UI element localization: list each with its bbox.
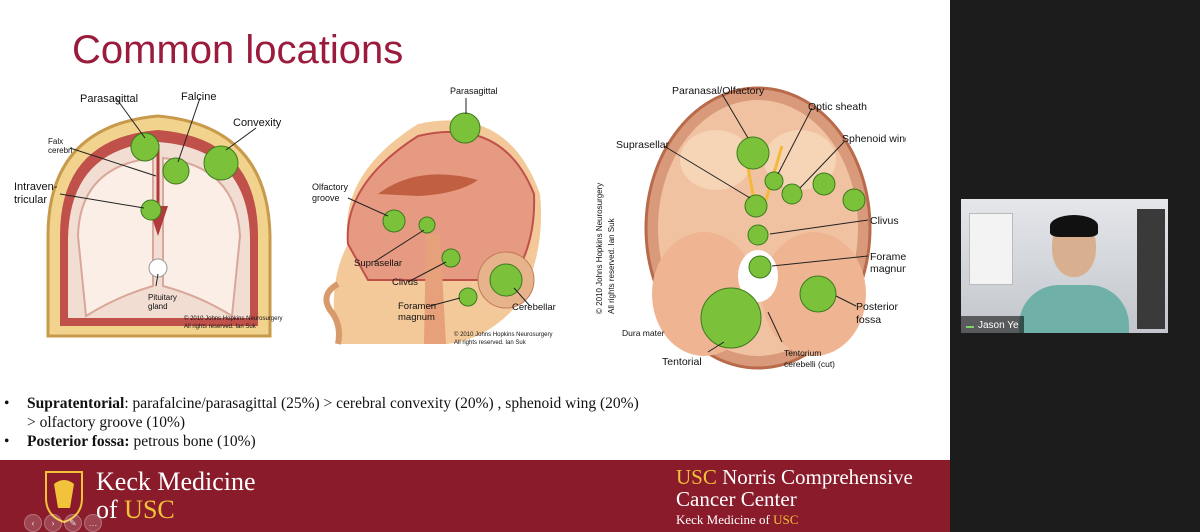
tumor-sphenoid-1 xyxy=(781,183,803,205)
bullet-2-bold: Posterior fossa: xyxy=(27,433,130,450)
slideshow-next-icon[interactable]: › xyxy=(44,514,62,532)
label-intraventricular-1: Intraven- xyxy=(14,181,58,193)
label-falcine: Falcine xyxy=(181,91,216,103)
bullet-posterior-fossa: •Posterior fossa: petrous bone (10%) xyxy=(4,433,256,450)
slideshow-pen-icon[interactable]: ✎ xyxy=(64,514,82,532)
credit-base-1: © 2010 Johns Hopkins Neurosurgery xyxy=(595,183,604,314)
tumor-tentorial xyxy=(700,287,762,349)
slide-footer: Keck Medicine of USC USC Norris Comprehe… xyxy=(0,460,950,532)
slideshow-menu-icon[interactable]: … xyxy=(84,514,102,532)
label-tentorium-1: Tentorium xyxy=(784,348,821,358)
credit-sag-2: All rights reserved. Ian Suk xyxy=(454,340,527,346)
label-tentorial: Tentorial xyxy=(662,356,702,368)
tumor-olfactory xyxy=(382,209,406,233)
tumor-intraventricular xyxy=(140,199,162,221)
slide-title: Common locations xyxy=(72,28,404,72)
tumor-clivus xyxy=(441,248,461,268)
label-suprasellar-base: Suprasellar xyxy=(616,139,670,151)
label-foramen-base-2: magnum xyxy=(870,263,906,275)
tumor-foramen-magnum xyxy=(458,287,478,307)
tumor-foramen-base xyxy=(748,255,772,279)
label-clivus: Clivus xyxy=(392,277,418,288)
label-olfactory-2: groove xyxy=(312,193,340,203)
bullet-1-bold: Supratentorial xyxy=(27,395,125,412)
tumor-optic-sheath xyxy=(764,171,784,191)
tumor-suprasellar-sag xyxy=(418,216,436,234)
bullet-supratentorial: •Supratentorial: parafalcine/parasagitta… xyxy=(4,395,639,412)
coronal-brain-figure: Parasagittal Falcine Convexity Falx cere… xyxy=(14,91,282,338)
credit-line-2: All rights reserved. Ian Suk xyxy=(184,324,257,330)
label-gland: gland xyxy=(148,302,168,311)
participant-video[interactable]: Jason Ye xyxy=(961,199,1168,333)
label-tentorium-2: cerebelli (cut) xyxy=(784,359,835,369)
tumor-sphenoid-2 xyxy=(812,172,836,196)
label-foramen-1: Foramen xyxy=(398,301,436,312)
label-posterior-1: Posterior xyxy=(856,301,899,313)
keck-medicine-text: Keck Medicine of USC xyxy=(96,467,256,524)
tumor-suprasellar-base xyxy=(744,194,768,218)
bullet-1-text: : parafalcine/parasagittal (25%) > cereb… xyxy=(124,395,639,412)
credit-sag-1: © 2010 Johns Hopkins Neurosurgery xyxy=(454,331,552,338)
credit-line-1: © 2010 Johns Hopkins Neurosurgery xyxy=(184,315,282,322)
tumor-clivus-base xyxy=(747,224,769,246)
label-paranasal: Paranasal/Olfactory xyxy=(672,85,765,97)
label-pituitary: Pituitary xyxy=(148,293,177,302)
label-parasagittal: Parasagittal xyxy=(80,93,138,105)
bullet-2-text: petrous bone (10%) xyxy=(129,433,256,450)
credit-base-2: All rights reserved. Ian Suk xyxy=(607,217,616,314)
label-olfactory-1: Olfactory xyxy=(312,182,349,192)
label-intraventricular-2: tricular xyxy=(14,194,47,206)
tumor-falcine xyxy=(162,157,190,185)
slideshow-prev-icon[interactable]: ‹ xyxy=(24,514,42,532)
label-optic-sheath: Optic sheath xyxy=(808,101,867,113)
label-dura-mater: Dura mater xyxy=(622,328,665,338)
participant-name: Jason Ye xyxy=(978,320,1019,331)
label-foramen-base-1: Foramen xyxy=(870,251,906,263)
usc-norris-text: USC Norris Comprehensive Cancer Center K… xyxy=(676,465,913,527)
bullet-list: •Supratentorial: parafalcine/parasagitta… xyxy=(4,394,934,451)
label-clivus-base: Clivus xyxy=(870,215,899,227)
label-cerebri: cerebri xyxy=(48,146,73,155)
label-foramen-2: magnum xyxy=(398,312,435,323)
label-falx: Falx xyxy=(48,137,63,146)
tumor-paranasal xyxy=(736,136,770,170)
label-sphenoid: Sphenoid wing xyxy=(842,133,906,145)
tumor-parasagittal-sag xyxy=(449,112,481,144)
label-parasagittal-sag: Parasagittal xyxy=(450,86,498,96)
skullbase-figure: © 2010 Johns Hopkins Neurosurgery All ri… xyxy=(595,85,906,370)
label-suprasellar-sag: Suprasellar xyxy=(354,258,402,269)
signal-icon xyxy=(966,318,974,328)
person-shoulders xyxy=(1019,285,1129,333)
label-convexity: Convexity xyxy=(233,117,282,129)
participant-name-bar: Jason Ye xyxy=(961,316,1024,333)
tumor-posterior-fossa xyxy=(799,275,837,313)
bullet-supratentorial-cont: > olfactory groove (10%) xyxy=(4,413,934,432)
label-posterior-2: fossa xyxy=(856,314,881,326)
tumor-sphenoid-3 xyxy=(842,188,866,212)
slide: Common locations Parasagittal Falcine Co… xyxy=(0,0,950,532)
bullet-1-cont: > olfactory groove (10%) xyxy=(27,414,186,431)
tumor-parasagittal xyxy=(130,132,160,162)
sagittal-brain-figure: Parasagittal Olfactory groove Suprasella… xyxy=(312,86,556,346)
label-cerebellar: Cerebellar xyxy=(512,302,556,313)
tumor-convexity xyxy=(203,145,239,181)
